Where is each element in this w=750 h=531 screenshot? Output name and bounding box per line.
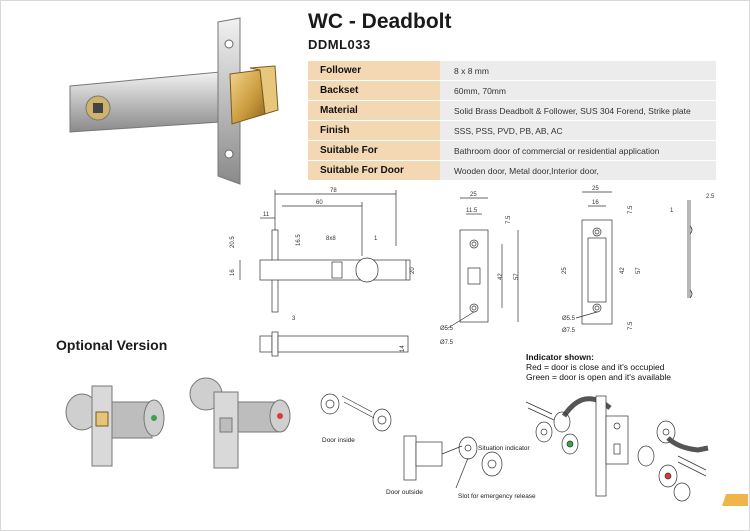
dim-label: Ø7.5 [562,328,576,334]
indicator-green-text: Green = door is open and it's available [526,372,672,382]
door-inside-label: Door inside [322,437,355,444]
dim-label: 25 [562,267,568,274]
dim-label: 7.5 [628,321,634,330]
dim-label: 3 [292,316,296,322]
dim-label: 7.5 [506,215,512,224]
technical-drawing-profile: 1 2.5 [670,194,715,299]
dim-label: 42 [620,267,626,274]
indicator-heading: Indicator shown: [526,352,594,362]
spec-label: Suitable For [308,140,440,161]
indicator-legend: Indicator shown: Red = door is close and… [526,352,671,382]
door-outside-label: Door outside [386,489,423,496]
dim-label: 20.5 [230,236,236,248]
dim-label: Ø7.5 [440,340,454,346]
dim-label: 11 [263,212,270,218]
optional-version-heading: Optional Version [56,337,168,353]
spec-value: 60mm, 70mm [440,80,716,101]
dim-label: Ø5.5 [440,326,454,332]
dim-label: Ø5.5 [562,316,576,322]
product-title: WC - Deadbolt [308,10,452,33]
dim-label: 16.5 [296,234,302,246]
spec-label: Suitable For Door [308,160,440,181]
accent-tab [722,494,748,506]
spec-label: Finish [308,120,440,141]
spec-value: Bathroom door of commercial or residenti… [440,140,716,161]
spec-value: SSS, PSS, PVD, PB, AB, AC [440,120,716,141]
technical-drawing-strike: 25 16 7.5 25 42 57 7.5 Ø5.5 Ø7.5 [562,186,642,334]
dim-label: 11.5 [466,208,478,214]
dim-label: 16 [592,200,599,206]
dim-label: 25 [592,186,599,192]
dim-label: 25 [470,192,477,198]
dim-label: 42 [498,273,504,280]
technical-drawing-forend: 25 11.5 7.5 42 57 Ø5.5 Ø7.5 [440,192,520,346]
exploded-view-diagram: Door inside Situation indicator Door out… [320,393,709,502]
deadbolt-photo [69,17,279,185]
dim-label: 1 [670,208,674,214]
dim-label: 7.5 [628,205,634,214]
spec-label: Material [308,100,440,121]
spec-value: 8 x 8 mm [440,61,716,81]
technical-drawing-side: 78 60 11 16.5 20.5 8x8 1 16 20 3 14 [230,188,416,357]
spec-label: Backset [308,80,440,101]
dim-label: 57 [514,273,520,280]
model-number: DDML033 [308,37,371,52]
dim-label: 8x8 [326,236,336,242]
emergency-slot-label: Slot for emergency release [458,493,536,500]
dim-label: 20 [410,267,416,274]
optional-lock-photo-2 [189,377,291,469]
spec-value: Solid Brass Deadbolt & Follower, SUS 304… [440,100,716,121]
dim-label: 60 [316,200,323,206]
dim-label: 78 [330,188,337,194]
dim-label: 2.5 [706,194,715,200]
indicator-red-text: Red = door is close and it's occupied [526,362,665,372]
dim-label: 14 [400,345,406,352]
spec-label: Follower [308,61,440,81]
situation-indicator-label: Situation indicator [478,445,531,452]
dim-label: 1 [374,236,378,242]
spec-value: Wooden door, Metal door,Interior door, [440,160,716,181]
optional-lock-photo-1 [65,385,165,467]
dim-label: 16 [230,269,236,276]
dim-label: 57 [636,267,642,274]
